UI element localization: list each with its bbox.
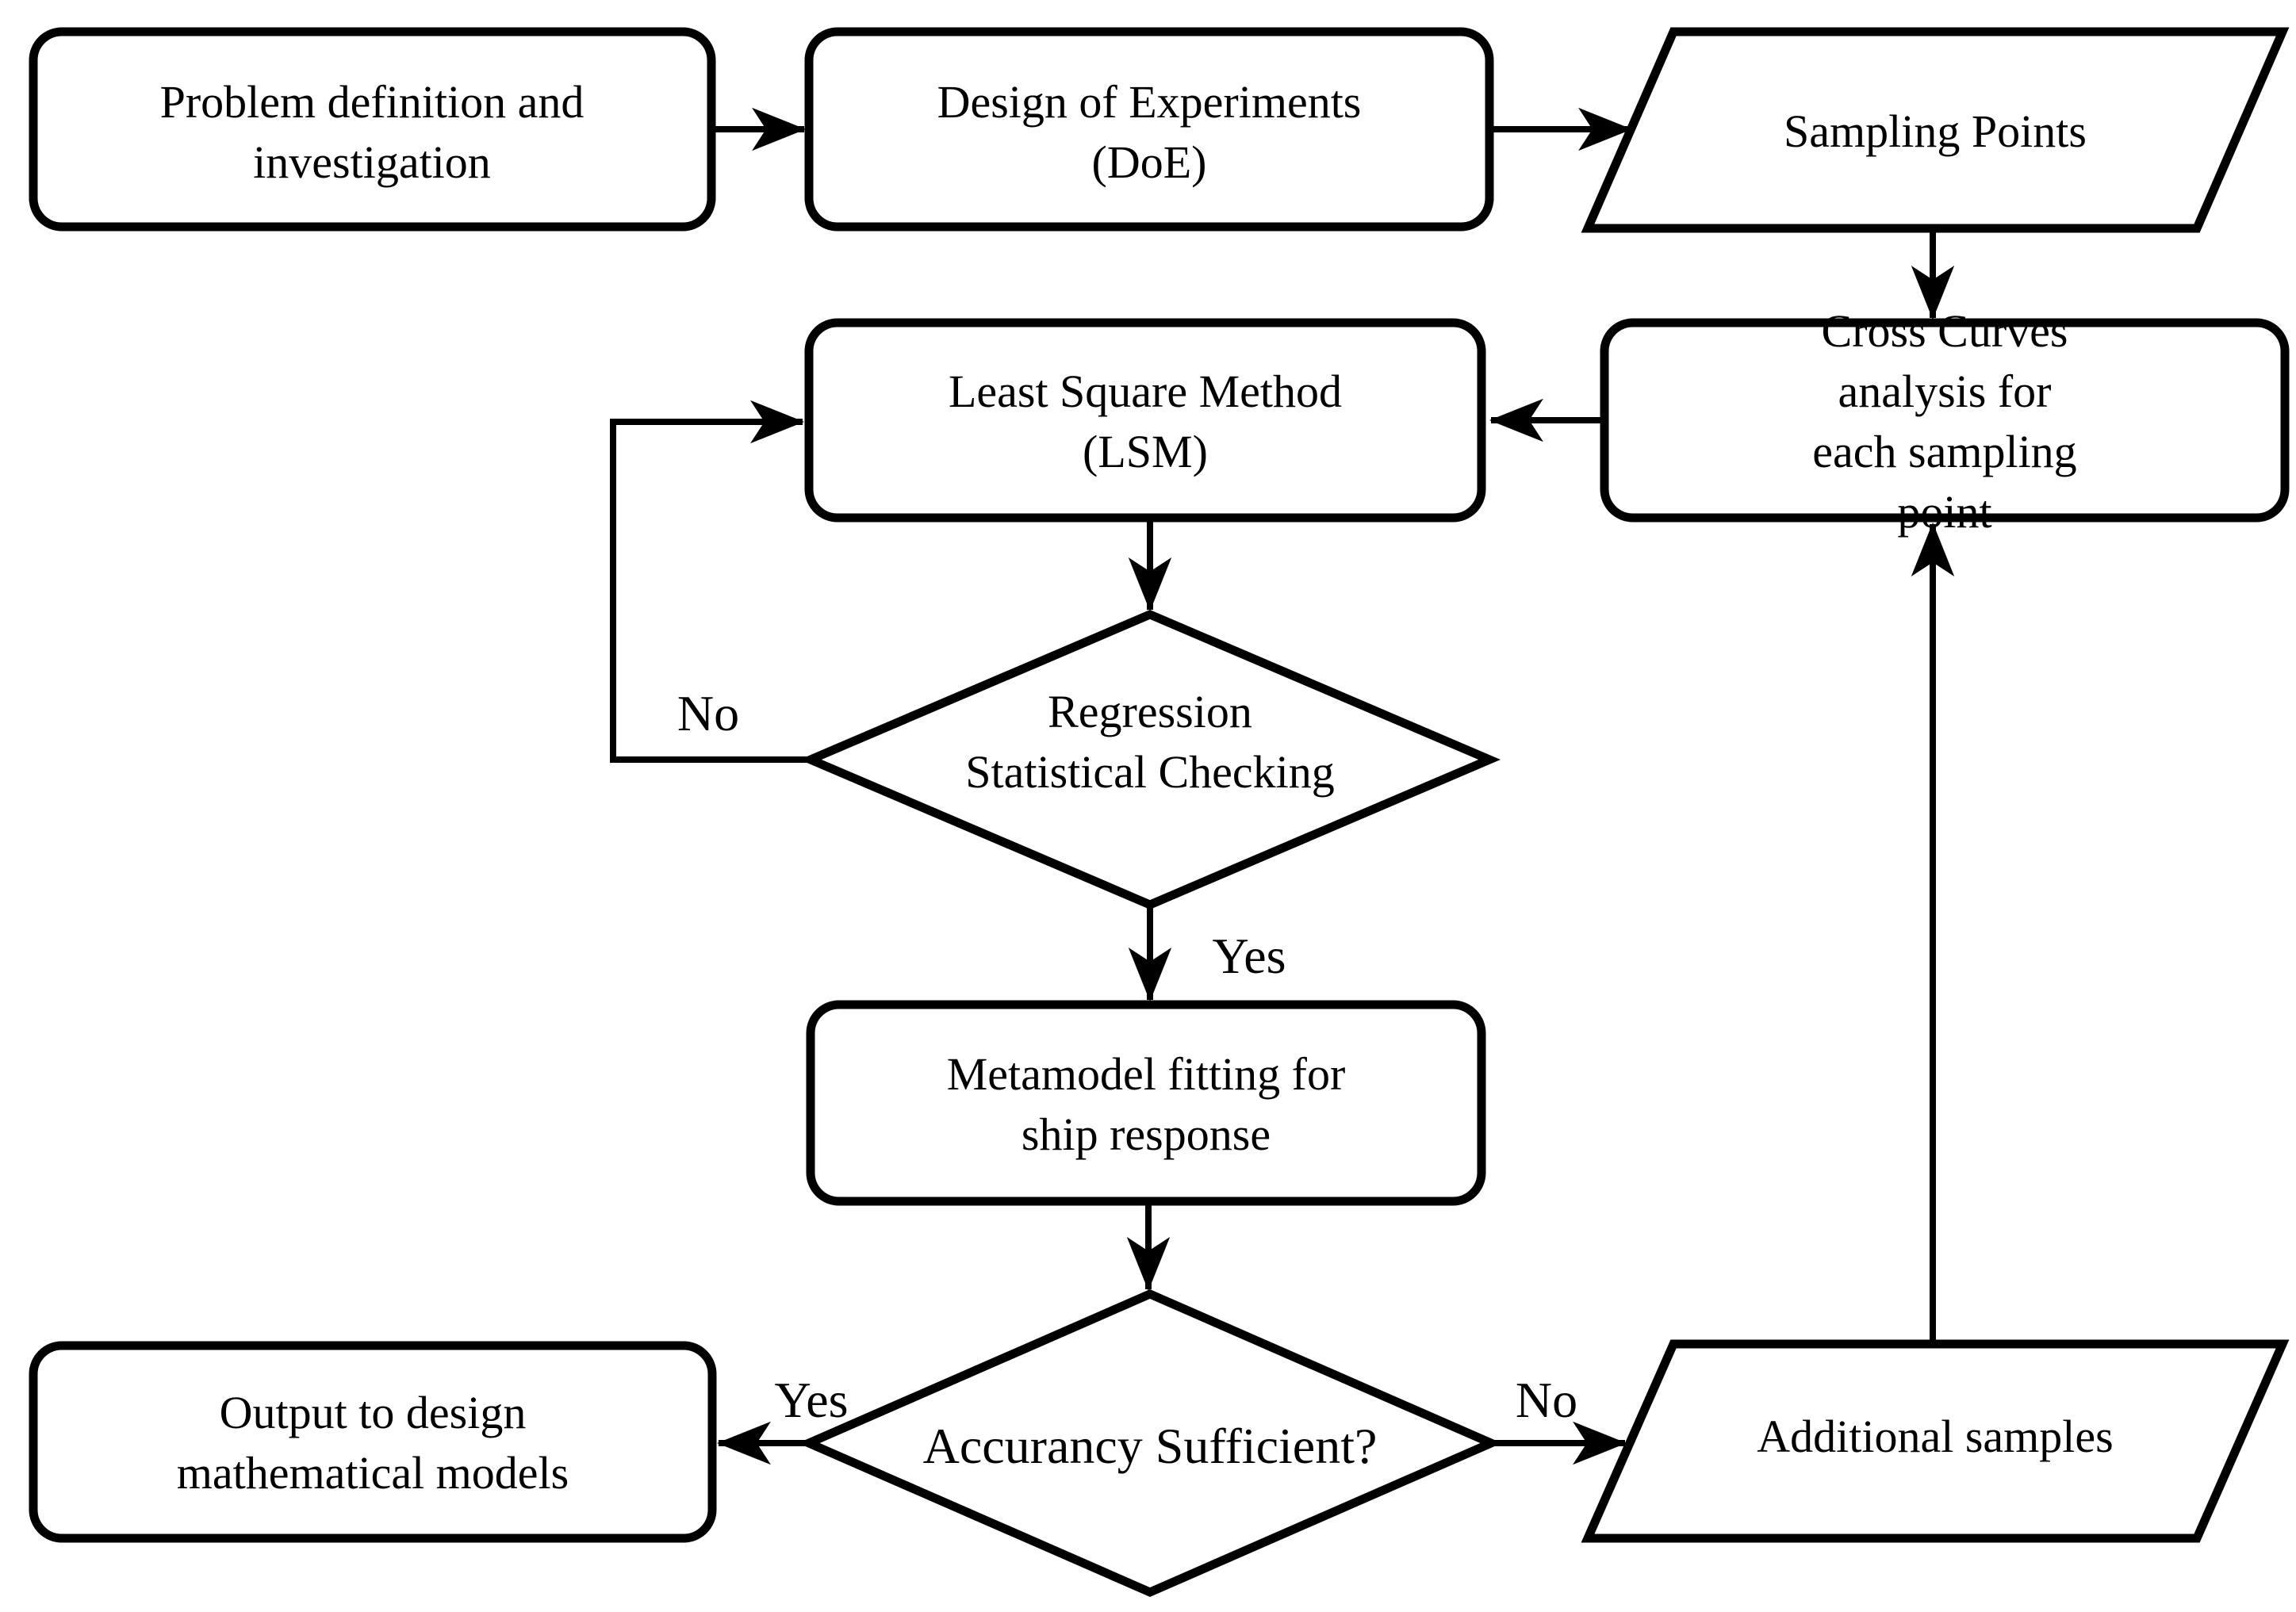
output-node-label: Output to design mathematical models [176, 1387, 569, 1499]
metamodel-node-label: Metamodel fitting for ship response [946, 1048, 1346, 1160]
lsm-node-shape [804, 318, 1486, 523]
regression-yes-label: Yes [1212, 928, 1286, 984]
regression-decision-label: Regression Statistical Checking [965, 686, 1335, 798]
regression-no-label: No [677, 685, 740, 741]
accuracy-yes-label: Yes [774, 1372, 849, 1428]
accuracy-no-label: No [1515, 1372, 1578, 1428]
cross-node-shape [1600, 318, 2290, 523]
sampling-node-label: Sampling Points [1784, 105, 2087, 157]
cross-node-label: Cross Curves analysis for each sampling … [1812, 305, 2077, 538]
doe-node-shape [804, 27, 1494, 232]
additional-node-label: Additional samples [1757, 1411, 2114, 1462]
problem-node-shape [29, 27, 716, 232]
sampling-node-shape [1581, 27, 2290, 233]
doe-node-label: Design of Experiments (DoE) [937, 76, 1362, 188]
problem-node-label: Problem definition and investigation [159, 76, 585, 188]
regression-decision-shape [799, 610, 1501, 909]
lsm-node-label: Least Square Method (LSM) [948, 366, 1343, 477]
output-node-shape [29, 1341, 717, 1543]
metamodel-node-shape [806, 1000, 1486, 1206]
accuracy-decision-label: Accurancy Sufficient? [922, 1418, 1378, 1474]
arrow-regression-no-loop-to-lsm [610, 400, 811, 763]
additional-node-shape [1581, 1339, 2290, 1543]
accuracy-decision-shape [798, 1288, 1502, 1598]
